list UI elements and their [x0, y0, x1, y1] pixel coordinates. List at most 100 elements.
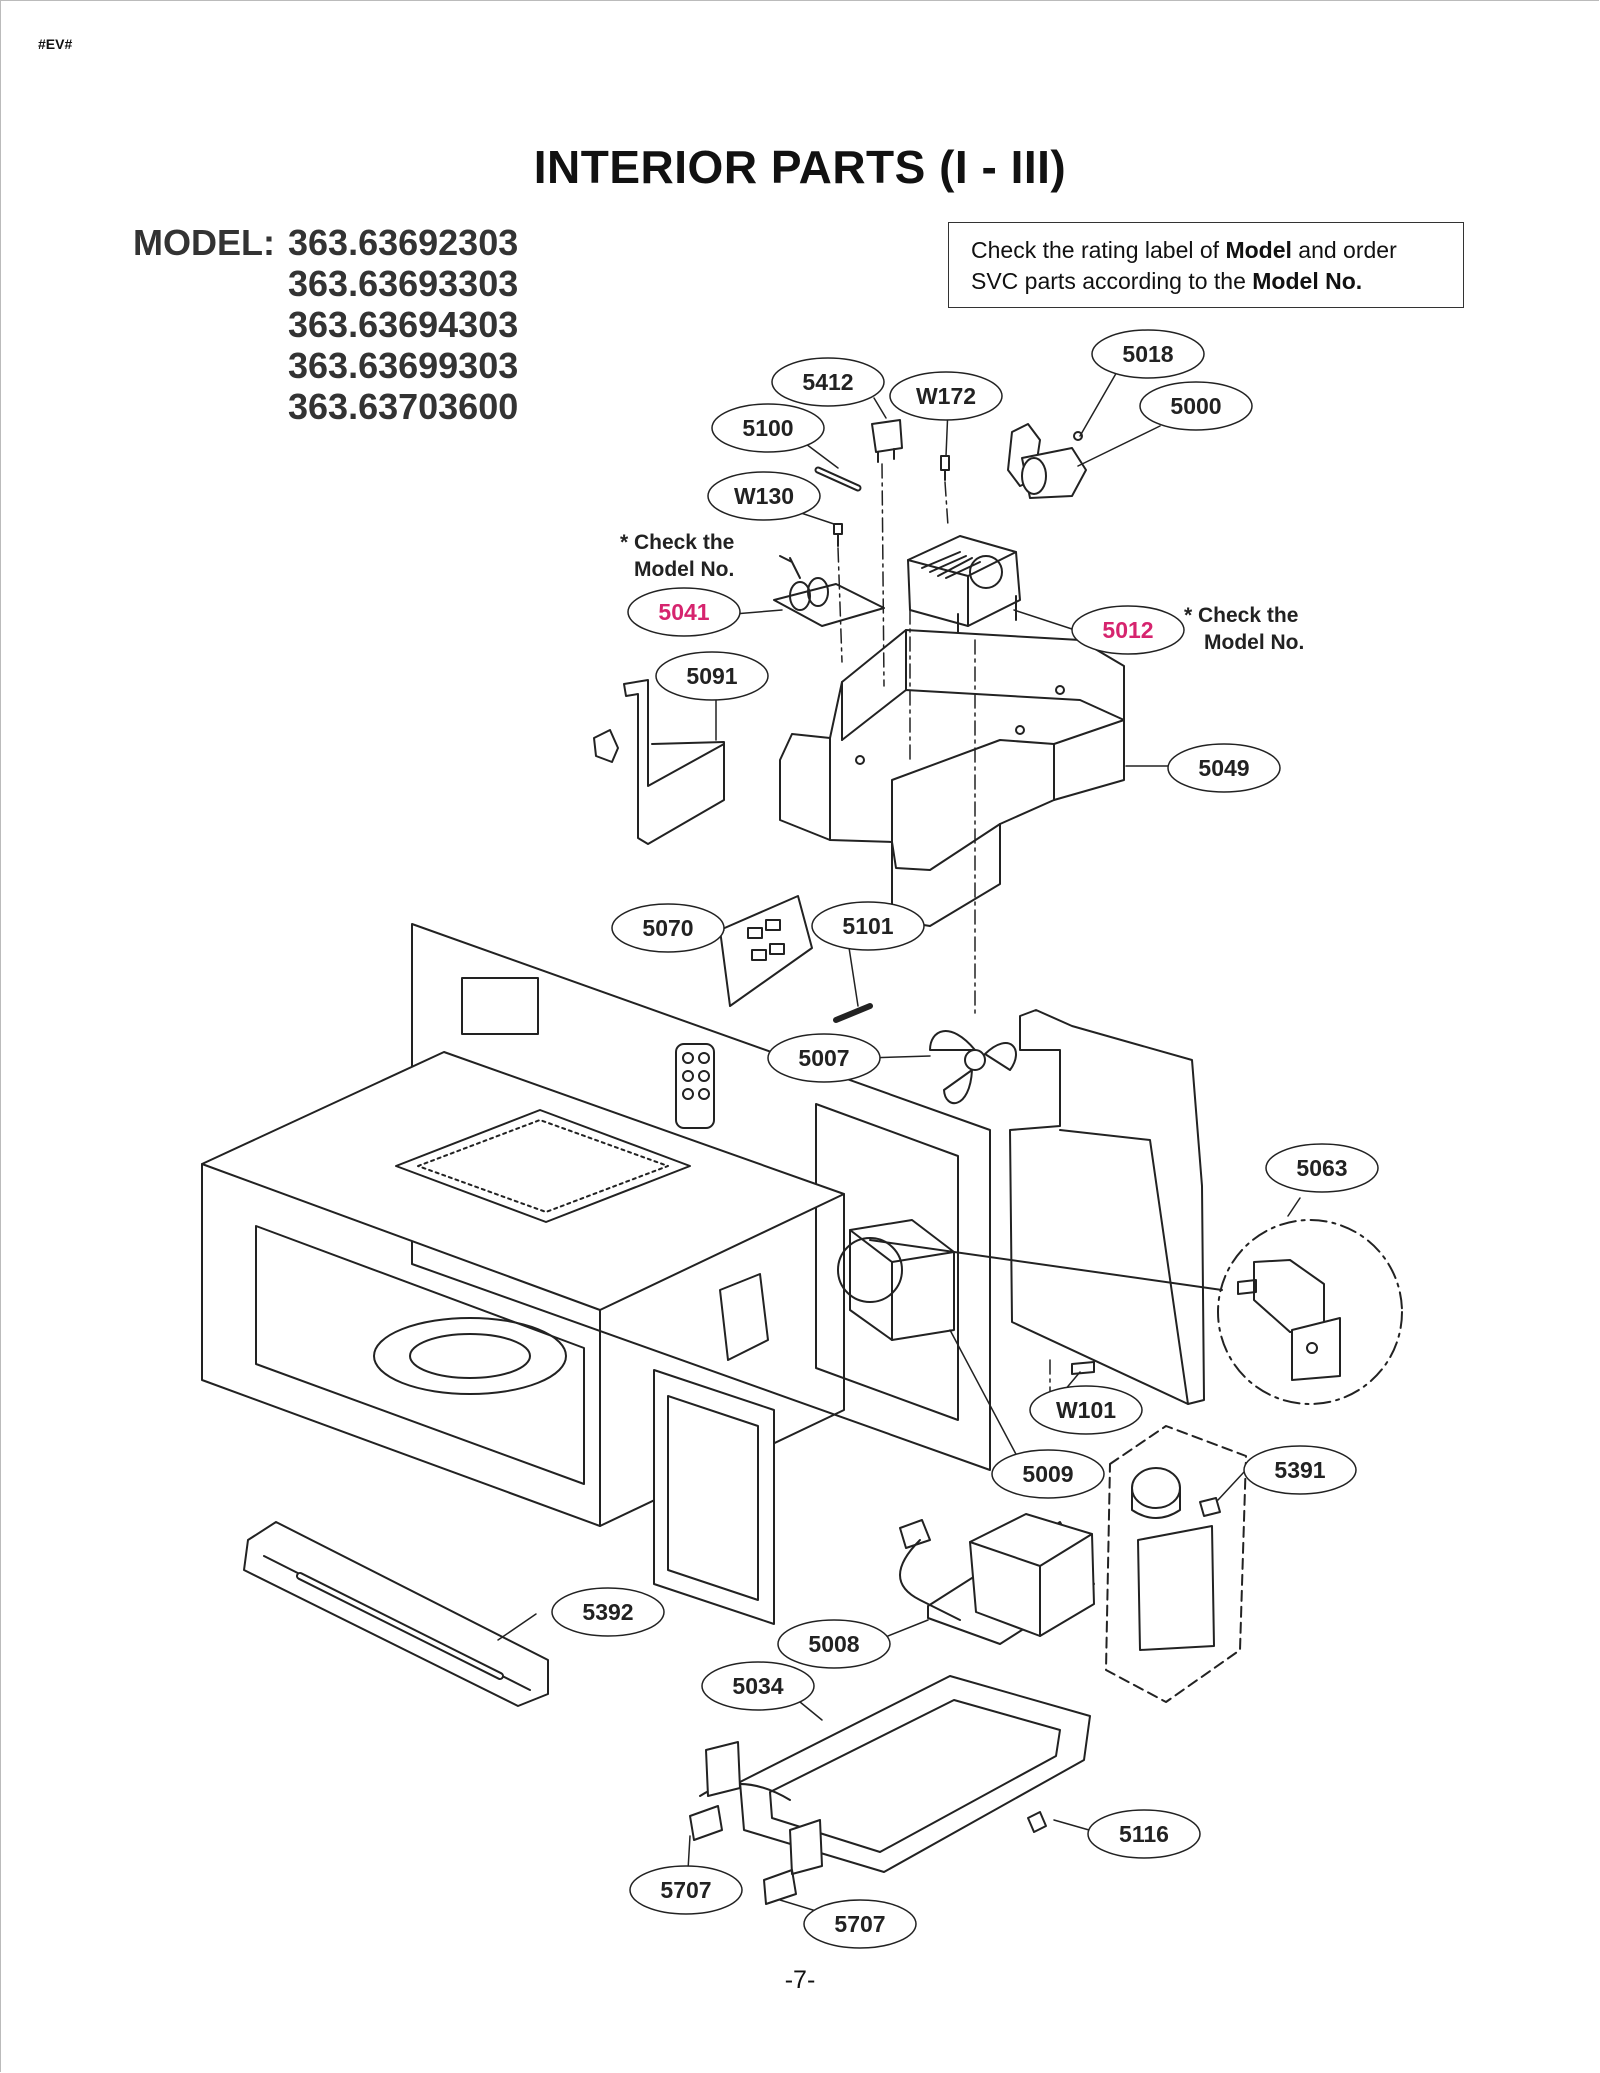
- callout-W101: W101: [1029, 1385, 1143, 1435]
- callout-label: 5091: [686, 663, 737, 689]
- callout-5018: 5018: [1091, 329, 1205, 379]
- callout-5100: 5100: [711, 403, 825, 453]
- callout-label: 5116: [1119, 1821, 1169, 1847]
- callout-label: W130: [734, 483, 794, 509]
- model-number: 363.63703600: [288, 386, 519, 427]
- check-note-line: * Check the: [1184, 604, 1299, 627]
- check-note-line: Model No.: [634, 558, 735, 581]
- callout-ellipse: [771, 357, 885, 407]
- callout-5049: 5049: [1167, 743, 1281, 793]
- leader-lines: [497, 369, 1301, 1915]
- callout-label: 5101: [842, 913, 893, 939]
- part-duct: [1009, 1009, 1205, 1405]
- part-5091-bracket: [593, 679, 725, 845]
- callout-label: 5707: [660, 1877, 711, 1903]
- part-5041-noise-filter: [773, 555, 885, 627]
- callout-label: 5041: [658, 599, 709, 625]
- callout-label: 5392: [582, 1599, 633, 1625]
- callout-label: 5007: [798, 1045, 849, 1071]
- callout-label: 5009: [1022, 1461, 1073, 1487]
- callout-ellipse: [991, 1449, 1105, 1499]
- check-model-note-left: * Check the Model No.: [614, 529, 734, 583]
- model-number: 363.63699303: [288, 345, 519, 386]
- callout-5116: 5116: [1087, 1809, 1201, 1859]
- callout-label: 5018: [1122, 341, 1173, 367]
- note-bold: Model No.: [1252, 268, 1363, 294]
- callout-ellipse: [803, 1899, 917, 1949]
- part-5009-magnetron: [719, 1219, 955, 1361]
- check-model-note-right: * Check the Model No.: [1184, 602, 1304, 656]
- callout-ellipse: [627, 587, 741, 637]
- callout-label: 5707: [834, 1911, 885, 1937]
- callout-ellipse: [629, 1865, 743, 1915]
- part-w130-screw: [833, 523, 843, 547]
- model-list: MODEL:363.63692303 363.63693303 363.6369…: [133, 222, 518, 427]
- model-label: MODEL:: [133, 222, 275, 263]
- part-5063-inset: [869, 1219, 1403, 1405]
- callout-ellipse: [767, 1033, 881, 1083]
- page-title: INTERIOR PARTS (I - III): [533, 141, 1067, 193]
- callout-5707: 5707: [803, 1899, 917, 1949]
- callout-label: 5008: [808, 1631, 859, 1657]
- callout-5008: 5008: [777, 1619, 891, 1669]
- callout-ellipse: [1139, 381, 1253, 431]
- callout-ellipse: [611, 903, 725, 953]
- callout-ellipse: [1087, 1809, 1201, 1859]
- callout-label: 5000: [1170, 393, 1221, 419]
- callout-5009: 5009: [991, 1449, 1105, 1499]
- callout-5012: 5012: [1071, 605, 1185, 655]
- part-5392-light-tray: [243, 1521, 549, 1707]
- part-5049-air-guide: [779, 629, 1125, 927]
- header-tag: #EV#: [38, 36, 73, 52]
- part-cavity: [201, 1051, 845, 1527]
- part-w172-screw: [940, 455, 950, 481]
- callout-W172: W172: [889, 371, 1003, 421]
- callout-5392: 5392: [551, 1587, 665, 1637]
- note-text: and order SVC parts according to the: [971, 237, 1397, 294]
- callout-5707: 5707: [629, 1865, 743, 1915]
- part-5018-5000-thermostat: [1007, 423, 1087, 499]
- note-bold: Model: [1225, 237, 1292, 263]
- callout-label: W172: [916, 383, 976, 409]
- callout-label: 5049: [1198, 755, 1249, 781]
- callout-ellipse: [707, 471, 821, 521]
- callout-label: 5412: [802, 369, 853, 395]
- callout-5391: 5391: [1243, 1445, 1357, 1495]
- callout-5007: 5007: [767, 1033, 881, 1083]
- callout-ellipse: [1091, 329, 1205, 379]
- model-number: 363.63694303: [288, 304, 519, 345]
- callout-ellipse: [811, 901, 925, 951]
- callout-ellipse: [711, 403, 825, 453]
- callout-5101: 5101: [811, 901, 925, 951]
- callout-ellipse: [889, 371, 1003, 421]
- model-number: 363.63692303: [288, 222, 519, 263]
- part-5100-fuse: [814, 466, 862, 492]
- page-number: -7-: [784, 1966, 816, 1994]
- part-5070-pcb: [719, 895, 873, 1023]
- callout-5034: 5034: [701, 1661, 815, 1711]
- callout-ellipse: [777, 1619, 891, 1669]
- callout-ellipse: [1243, 1445, 1357, 1495]
- callout-label: W101: [1056, 1397, 1116, 1423]
- callout-label: 5100: [742, 415, 793, 441]
- callout-label: 5070: [642, 915, 693, 941]
- part-5034-base-plate: [689, 1675, 1091, 1905]
- callout-ellipse: [551, 1587, 665, 1637]
- callout-W130: W130: [707, 471, 821, 521]
- callout-label: 5391: [1274, 1457, 1325, 1483]
- callout-5063: 5063: [1265, 1143, 1379, 1193]
- callout-label: 5063: [1296, 1155, 1347, 1181]
- callout-ellipse: [701, 1661, 815, 1711]
- callout-label: 5034: [732, 1673, 783, 1699]
- part-5007-fan-blade: [929, 1030, 1017, 1105]
- callout-5091: 5091: [655, 651, 769, 701]
- part-cavity-front-frame: [653, 1369, 775, 1625]
- part-w101-screw: [1071, 1361, 1095, 1375]
- callout-ellipse: [1029, 1385, 1143, 1435]
- callout-ellipse: [1167, 743, 1281, 793]
- callout-5070: 5070: [611, 903, 725, 953]
- part-5012-transformer: [907, 535, 1021, 641]
- callout-ellipse: [655, 651, 769, 701]
